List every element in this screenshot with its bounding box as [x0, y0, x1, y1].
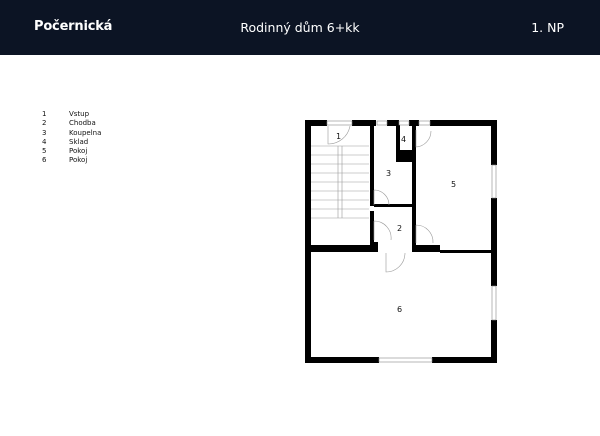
room-label: 4: [401, 135, 406, 144]
project-title: Počernická: [34, 19, 113, 34]
floor-label: 1. NP: [531, 20, 564, 35]
room-label: 6: [397, 305, 402, 314]
room-label: 2: [397, 224, 402, 233]
header-bar: Počernická Rodinný dům 6+kk 1. NP: [0, 0, 600, 55]
room-label: 3: [386, 169, 391, 178]
room-label: 1: [336, 132, 341, 141]
room-label: 5: [451, 180, 456, 189]
property-type: Rodinný dům 6+kk: [240, 20, 360, 35]
